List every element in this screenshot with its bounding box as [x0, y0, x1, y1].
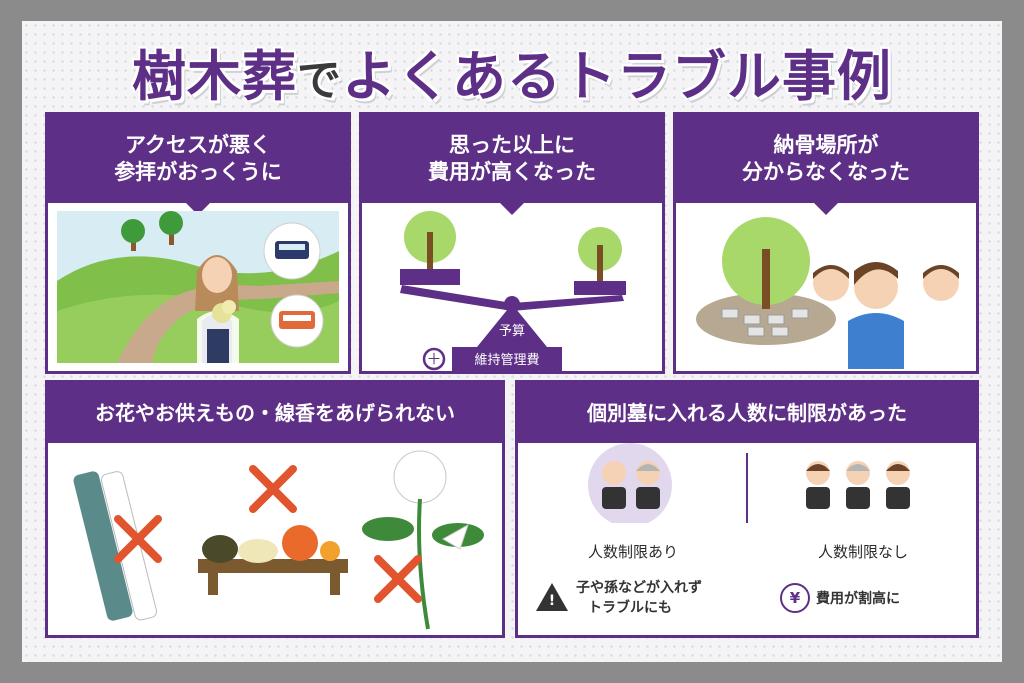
cross-icon [114, 515, 162, 563]
panel-offering-heading: お花やお供えもの・線香をあげられない [48, 383, 502, 443]
heading-line2: 参拝がおっくうに [114, 160, 282, 184]
warning-line2: トラブルにも [588, 600, 672, 616]
heading-line1: 納骨場所が [773, 132, 879, 157]
panel-access: アクセスが悪く 参拝がおっくうに [45, 112, 351, 374]
person-icon [806, 461, 830, 509]
heading-text: 個別墓に入れる人数に制限があった [587, 401, 907, 425]
plus-sign: ＋ [426, 350, 441, 368]
access-illustration [57, 211, 339, 363]
panel-limit-heading: 個別墓に入れる人数に制限があった [518, 383, 976, 443]
person-icon [848, 262, 904, 369]
person-icon [813, 265, 849, 301]
cross-icon [374, 555, 422, 603]
offering-table-icon [198, 525, 348, 595]
title-part2: で [297, 55, 342, 106]
cross-icon [249, 465, 297, 513]
flower-icon [362, 450, 484, 630]
warning-icon [536, 583, 568, 611]
panel-access-heading: アクセスが悪く 参拝がおっくうに [48, 115, 348, 215]
label-right: 個別墓 [582, 310, 618, 324]
heading-text: お花やお供えもの・線香をあげられない [95, 401, 455, 425]
panel-cost: 思った以上に 費用が高くなった 合祀墓 個別墓 予算 ＋ 維持管理費 [359, 112, 665, 374]
label-left: 合祀墓 [409, 299, 445, 314]
yen-icon: ¥ [780, 583, 810, 613]
tree-icon [722, 217, 810, 309]
limit-illustration [588, 443, 910, 523]
place-illustration [696, 217, 959, 369]
plus-icon [422, 347, 446, 371]
right-label: 人数制限なし [817, 543, 908, 561]
elder-icon [636, 461, 660, 509]
person-icon [923, 265, 959, 301]
panel-place-heading: 納骨場所が 分からなくなった [676, 115, 976, 215]
panel-cost-heading: 思った以上に 費用が高くなった [362, 115, 662, 215]
heading-line2: 費用が高くなった [428, 160, 596, 184]
heading-line1: 思った以上に [449, 132, 575, 157]
bus-thought-icon [263, 222, 321, 280]
offering-illustration [73, 450, 484, 630]
page-title: 樹木葬でよくあるトラブル事例 [0, 32, 1024, 111]
panel-limit: 個別墓に入れる人数に制限があった 人数制限あり 人数制限なし ! 子や孫などが入… [515, 380, 979, 638]
warning-mark: ! [548, 593, 556, 609]
person-icon [886, 461, 910, 509]
train-thought-icon [270, 294, 324, 348]
woman-icon [195, 255, 239, 363]
title-part3: よくあるトラブル事例 [342, 45, 892, 108]
warning-line1: 子や孫などが入れず [576, 580, 702, 596]
left-label: 人数制限あり [587, 543, 678, 561]
tree-icon [121, 219, 145, 251]
person-icon [602, 461, 626, 509]
title-part1: 樹木葬 [132, 45, 297, 108]
cost-note-text: 費用が割高に [816, 591, 900, 607]
panel-place: 納骨場所が 分からなくなった [673, 112, 979, 374]
elder-icon [846, 461, 870, 509]
label-maintenance: 維持管理費 [474, 353, 539, 368]
cost-illustration: 合祀墓 個別墓 予算 ＋ 維持管理費 [400, 211, 626, 371]
cost-note: ¥ 費用が割高に [780, 583, 970, 613]
warning-note: ! 子や孫などが入れず トラブルにも [536, 575, 746, 625]
tree-icon [404, 211, 456, 272]
panel-offering: お花やお供えもの・線香をあげられない [45, 380, 505, 638]
heading-line2: 分からなくなった [742, 160, 910, 184]
label-budget: 予算 [499, 324, 525, 339]
tree-icon [578, 227, 622, 281]
heading-line1: アクセスが悪く [125, 132, 271, 157]
